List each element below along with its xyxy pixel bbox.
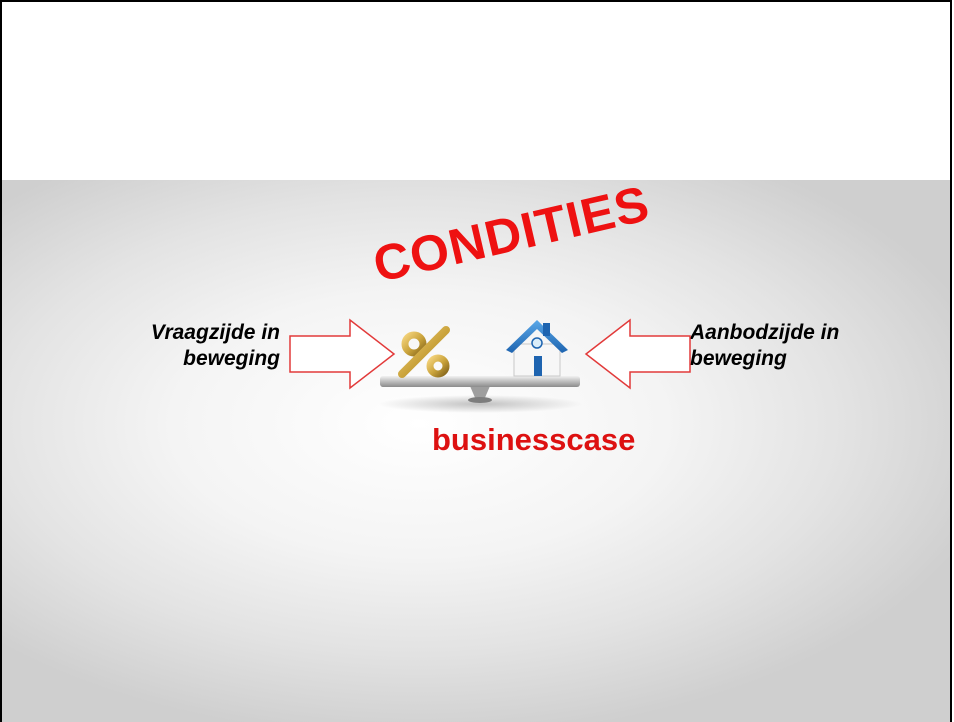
balance-scale-percent-house-icon: [378, 320, 582, 413]
supply-side-label: Aanbodzijde in beweging: [690, 320, 910, 372]
supply-side-label-line1: Aanbodzijde in: [690, 321, 840, 344]
outline-arrow-right-icon: [289, 318, 396, 390]
supply-side-label-line2: beweging: [690, 347, 787, 370]
demand-side-label: Vraagzijde in beweging: [100, 320, 280, 372]
businesscase-caption: businesscase: [432, 422, 636, 457]
outline-arrow-left-icon: [584, 318, 691, 390]
slide-title-area: [2, 2, 950, 180]
demand-side-label-line1: Vraagzijde in: [150, 321, 280, 344]
slide-content-panel: [2, 180, 950, 722]
demand-side-label-line2: beweging: [183, 347, 280, 370]
